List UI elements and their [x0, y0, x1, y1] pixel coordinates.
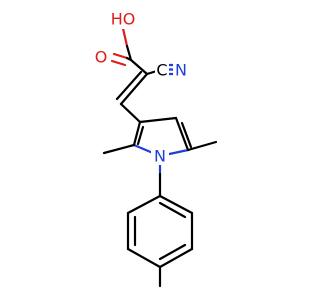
- bond-c5-methyl: [186, 140, 218, 152]
- mask-c: [155, 61, 169, 79]
- bond-c4-c5-double: [180, 121, 193, 149]
- bond-cooh-alpha: [129, 58, 149, 76]
- mask-ho: [110, 9, 140, 29]
- bond-ar-6: [158, 194, 194, 215]
- structure-diagram: HO O C N N: [92, 9, 218, 288]
- bond-ar-1: [126, 194, 162, 215]
- bond-c2-methyl: [102, 143, 136, 155]
- bonds: [102, 22, 218, 288]
- bond-c-oh-carbon-half: [125, 44, 133, 62]
- bond-c4-c5: [174, 116, 190, 152]
- bond-c-o-double-2: [110, 59, 127, 67]
- atom-label-o: O: [95, 48, 108, 67]
- bond-alpha-beta: [119, 72, 149, 106]
- bond-ar-4-double: [158, 243, 187, 261]
- bond-ar-6-double: [158, 201, 187, 219]
- bond-ar-4: [158, 247, 194, 269]
- molecule-structure-svg: HO O C N N: [92, 9, 218, 288]
- bond-c2-c3-double: [136, 125, 145, 146]
- mask-o: [92, 48, 110, 66]
- atom-label-n-pyrrole: N: [154, 147, 166, 166]
- bond-c-o-double-1: [112, 52, 129, 60]
- mask-n-nitrile: [173, 61, 189, 79]
- mask-n-pyrrole: [151, 147, 169, 165]
- bond-ar-3: [126, 247, 162, 269]
- bond-c2-c3: [132, 120, 142, 147]
- bond-beta-pyrrole: [119, 102, 142, 124]
- atom-label-n-nitrile: N: [175, 61, 187, 80]
- bond-alpha-beta-double: [115, 70, 143, 101]
- atom-label-ho: HO: [111, 10, 136, 29]
- bond-c3-c4: [138, 116, 178, 124]
- atom-labels: HO O C N N: [92, 9, 189, 166]
- atom-label-c: C: [156, 61, 167, 80]
